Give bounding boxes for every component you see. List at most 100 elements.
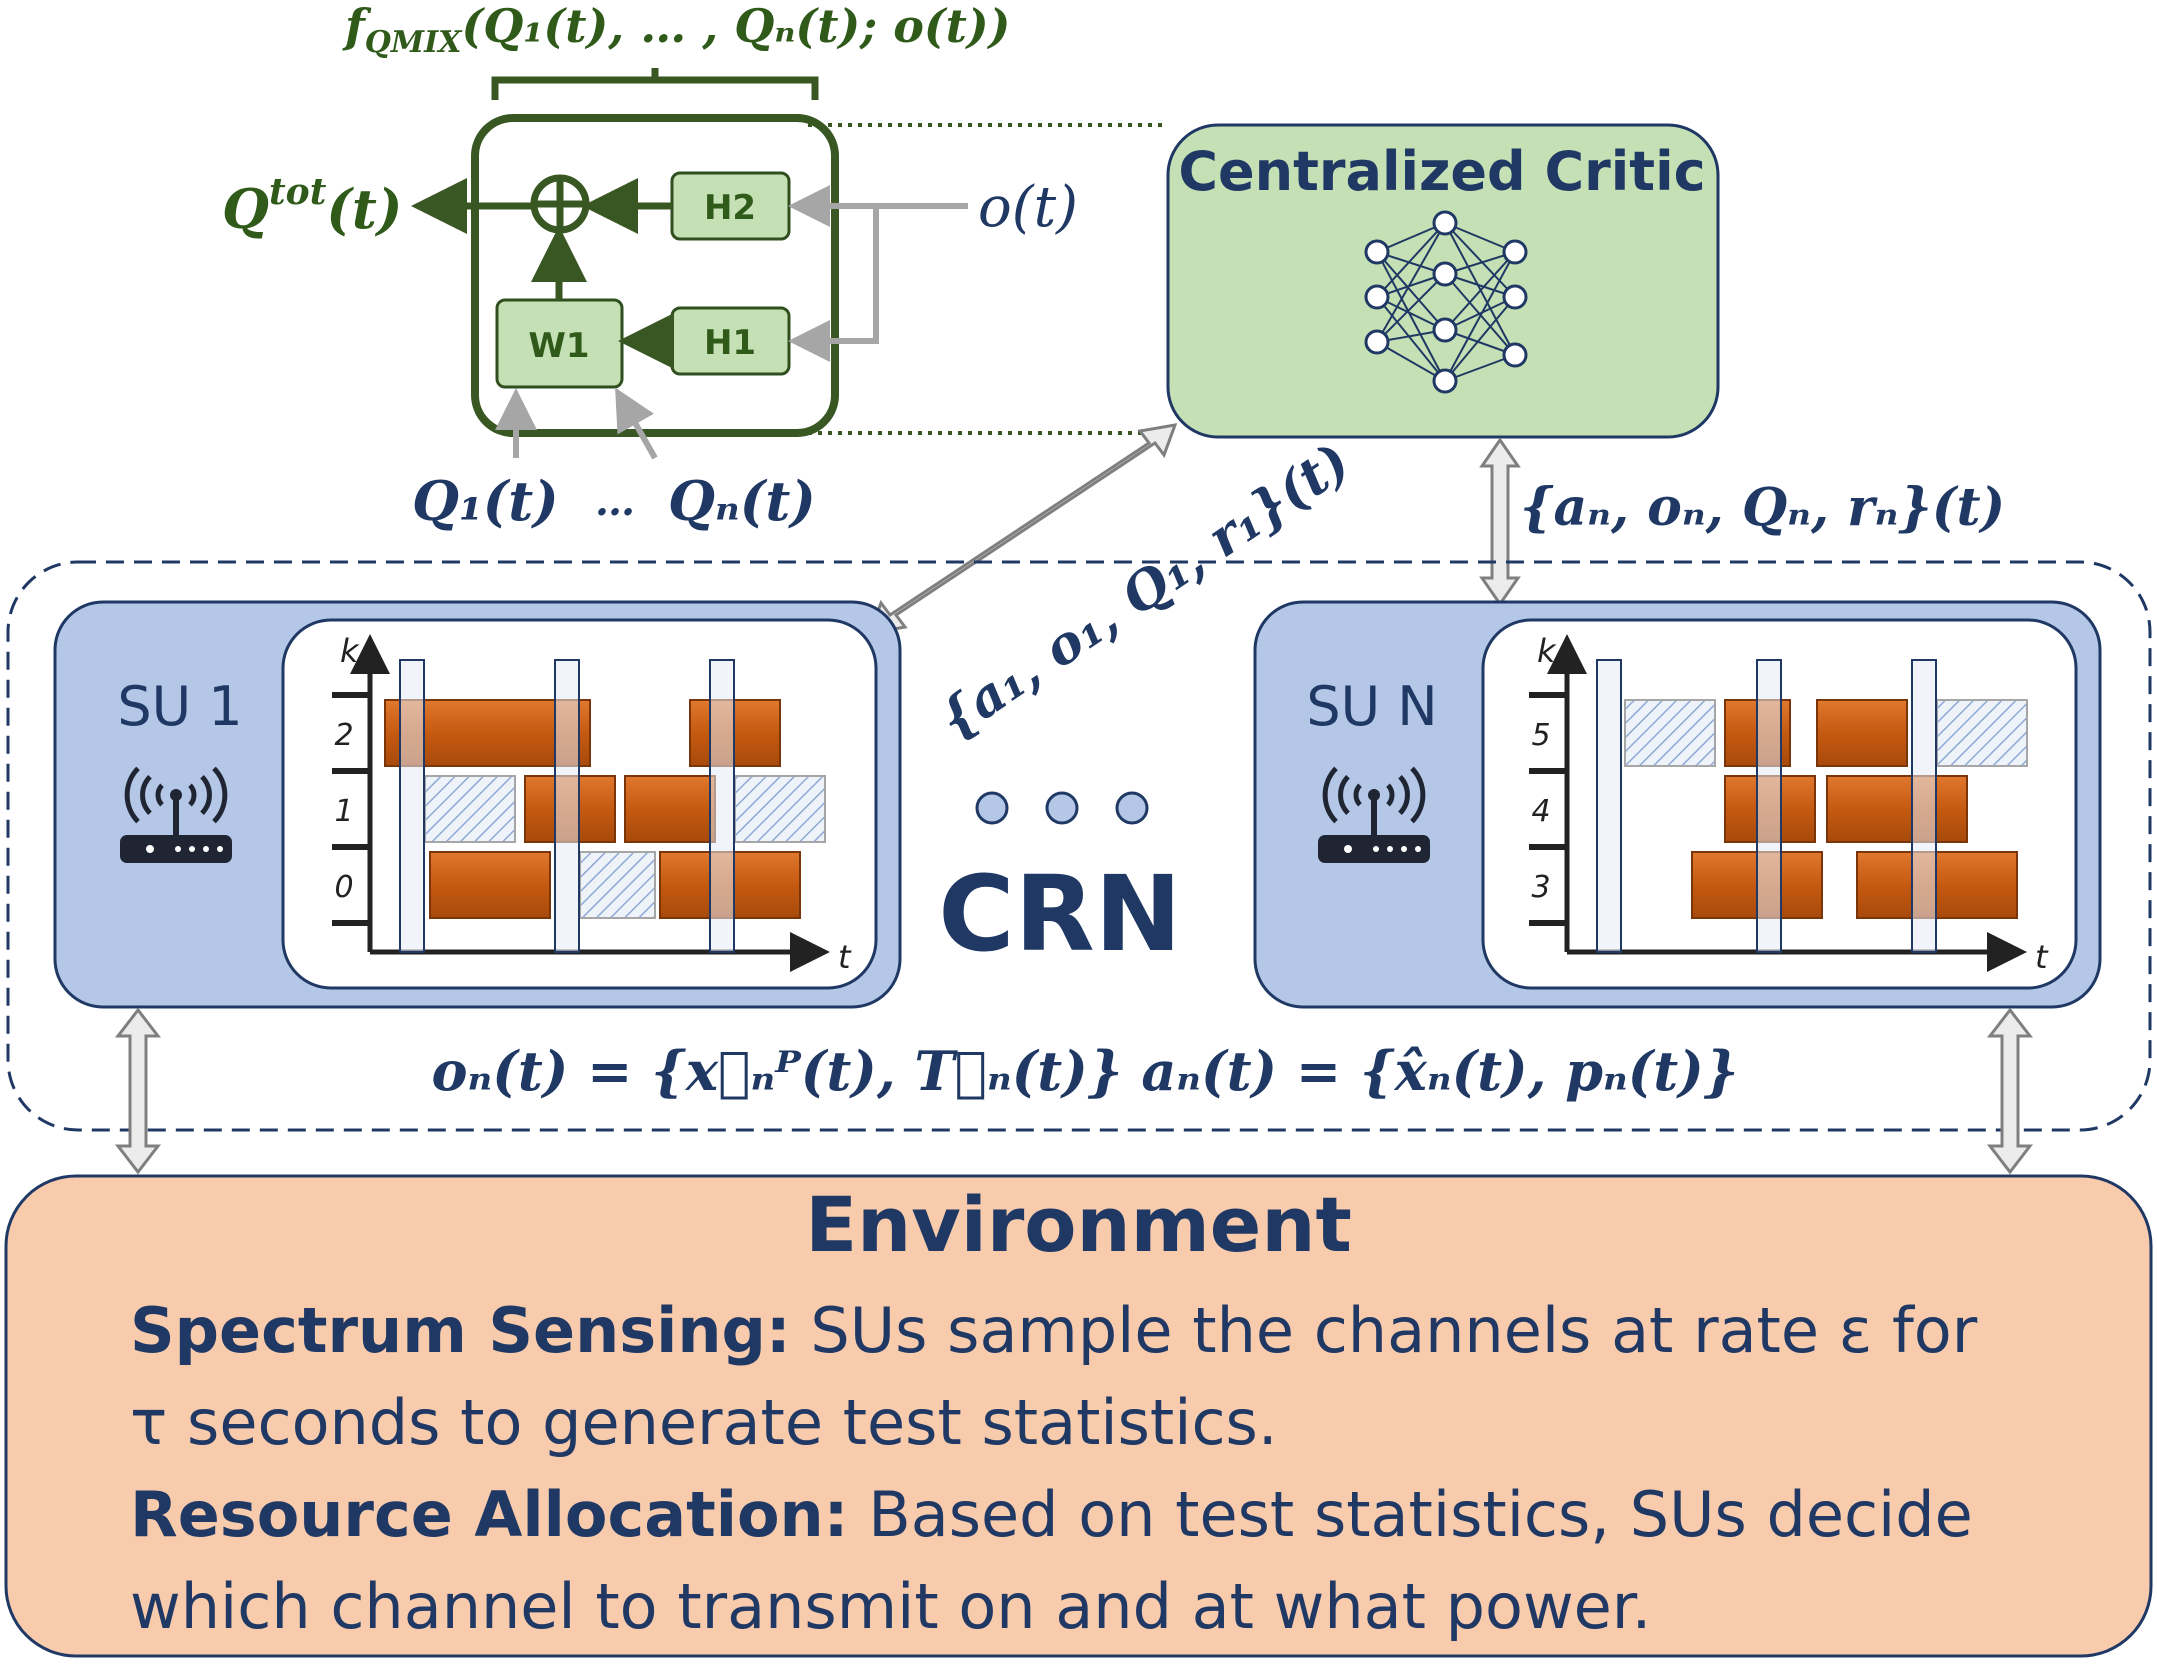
router-icon [1318, 766, 1430, 863]
crn-region [6, 560, 2152, 1132]
t-axis-label: t [2035, 938, 2049, 976]
idle-channel-block [1936, 699, 2028, 767]
router-icon [120, 766, 232, 863]
input-ellipsis: … [595, 478, 635, 525]
nn-edge [1376, 222, 1446, 343]
sensing-window [554, 659, 580, 953]
occupied-channel-block [1826, 775, 1968, 843]
router-led [1401, 846, 1407, 852]
occupied-channel-block [1816, 699, 1908, 767]
h1-label: H1 [704, 323, 756, 363]
observation-label: o(t) [978, 175, 1078, 240]
signal-wave [155, 783, 164, 807]
nn-edge [1444, 296, 1516, 331]
qmix-function-label: fQMIX(Q₁(t), … , Qₙ(t); o(t)) [342, 0, 1010, 60]
resource-allocation-paragraph: Resource Allocation: Based on test stati… [130, 1469, 2030, 1653]
signal-wave [1398, 775, 1410, 815]
qmix-mixer: fQMIX(Q₁(t), … , Qₙ(t); o(t)) H2 H1 W1 Q… [222, 0, 1168, 533]
nn-node [1432, 368, 1458, 394]
qtot-label: Qtot(t) [222, 171, 402, 241]
signal-wave [124, 766, 140, 824]
k-tick-label: 3 [1531, 870, 1550, 905]
nn-edge [1376, 341, 1446, 382]
occupied-channel-block [624, 775, 716, 843]
qn-input-label: Qₙ(t) [668, 469, 816, 533]
sum-icon [530, 174, 590, 234]
k-axis-label: k [340, 632, 360, 670]
nn-edge [1444, 222, 1516, 298]
spectrum-sensing-text: SUs sample the channels at rate ε for τ … [130, 1294, 1978, 1459]
t-axis-label: t [838, 938, 852, 976]
nn-edge [1376, 251, 1446, 382]
su1-env-link-arrow [114, 1007, 162, 1175]
su-ellipsis-dots [975, 791, 1149, 825]
centralized-critic: Centralized Critic [1166, 123, 1720, 439]
k-tick-label: 5 [1531, 718, 1550, 753]
resource-allocation-heading: Resource Allocation: [130, 1478, 849, 1551]
nn-edge [1376, 222, 1446, 298]
router-antenna-tip [1368, 789, 1380, 801]
nn-edge [1444, 222, 1516, 253]
k-tick-label: 0 [334, 870, 353, 905]
router-led [146, 845, 154, 853]
nn-edge [1376, 273, 1446, 343]
sensing-window [1596, 659, 1622, 953]
sun-critic-link-label: {aₙ, oₙ, Qₙ, rₙ}(t) [1520, 477, 2005, 538]
router-led [175, 846, 181, 852]
qmix-frame [471, 114, 839, 437]
router-led [217, 846, 223, 852]
sensing-window [1756, 659, 1782, 953]
nn-node [1432, 210, 1458, 236]
critic-title: Centralized Critic [1178, 140, 1705, 203]
nn-edge [1376, 296, 1446, 331]
sensing-window [709, 659, 735, 953]
router-led [1415, 846, 1421, 852]
nn-node [1364, 284, 1390, 310]
sun-env-link-arrow [1986, 1007, 2034, 1175]
router-antenna-tip [170, 789, 182, 801]
observation-arrows [805, 203, 968, 344]
environment-description: Spectrum Sensing: SUs sample the channel… [130, 1285, 2030, 1653]
q1-input-label: Q₁(t) [412, 469, 559, 533]
sensing-window [399, 659, 425, 953]
occupied-channel-block [429, 851, 551, 919]
ellipsis-dot [1115, 791, 1149, 825]
spectrum-sensing-heading: Spectrum Sensing: [130, 1294, 791, 1367]
crn-label: CRN [938, 853, 1181, 975]
nn-edge [1444, 251, 1516, 331]
nn-edge [1444, 251, 1516, 382]
idle-channel-block [1624, 699, 1716, 767]
signal-wave [200, 775, 212, 815]
signal-wave [1386, 783, 1395, 807]
k-tick-label: 4 [1531, 794, 1550, 829]
signal-wave [1338, 775, 1350, 815]
nn-node [1432, 261, 1458, 287]
router-led [203, 846, 209, 852]
signal-wave [140, 775, 152, 815]
signal-wave [1353, 783, 1362, 807]
neural-network-icon [1364, 210, 1528, 394]
signal-wave [1410, 766, 1426, 824]
nn-node [1502, 284, 1528, 310]
nn-node [1432, 317, 1458, 343]
router-led [189, 846, 195, 852]
su-1-label: SU 1 [117, 675, 242, 738]
signal-wave [188, 783, 197, 807]
nn-edge [1376, 296, 1446, 382]
nn-edge [1376, 251, 1446, 331]
nn-node [1502, 342, 1528, 368]
signal-wave [1322, 766, 1338, 824]
spectrum-sensing-paragraph: Spectrum Sensing: SUs sample the channel… [130, 1285, 2030, 1469]
sensing-window [1911, 659, 1937, 953]
ellipsis-dot [1045, 791, 1079, 825]
router-led [1373, 846, 1379, 852]
nn-edge [1444, 222, 1516, 356]
resource-allocation-text: Based on test statistics, SUs decide whi… [130, 1478, 1973, 1643]
k-tick-label: 1 [334, 794, 353, 829]
idle-channel-block [424, 775, 516, 843]
